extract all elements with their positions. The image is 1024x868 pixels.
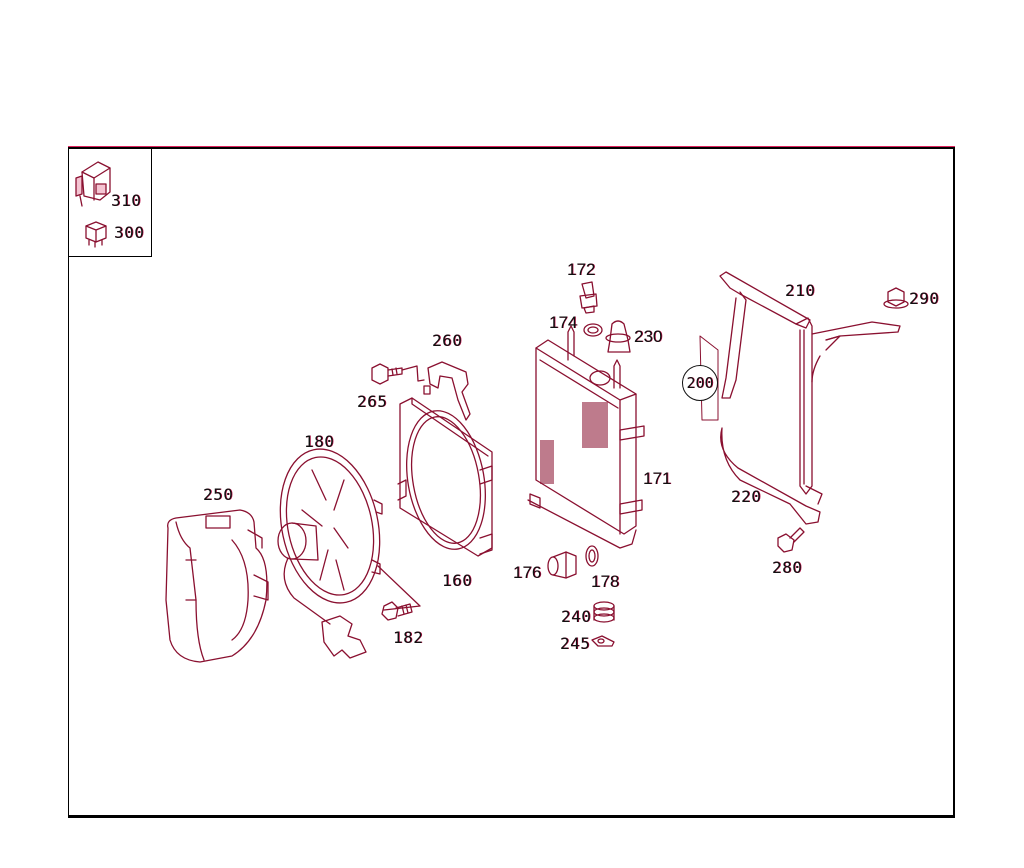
relay-icon <box>85 221 107 248</box>
callout-172[interactable]: 172 <box>567 260 596 279</box>
bolt-265-part <box>371 363 425 385</box>
callout-265[interactable]: 265 <box>357 392 388 411</box>
hex-nut-part <box>883 287 909 309</box>
drain-plug-part <box>547 551 577 579</box>
bolt-280-part <box>777 527 805 553</box>
callout-280[interactable]: 280 <box>772 558 803 577</box>
seal-ring-174-part <box>583 323 603 337</box>
callout-245[interactable]: 245 <box>560 634 591 653</box>
clip-part <box>591 635 615 647</box>
electric-fan-part <box>277 448 421 659</box>
callout-200[interactable]: 200 <box>682 365 718 401</box>
inset-box <box>68 147 152 257</box>
callout-240[interactable]: 240 <box>561 607 592 626</box>
relay-module-icon <box>75 161 111 207</box>
callout-310[interactable]: 310 <box>111 191 142 210</box>
callout-230[interactable]: 230 <box>634 327 663 346</box>
callout-300[interactable]: 300 <box>114 223 145 242</box>
bolt-182-part <box>381 601 413 621</box>
diagram-frame <box>68 147 955 818</box>
callout-210[interactable]: 210 <box>785 281 816 300</box>
rubber-mount-part <box>593 601 615 623</box>
shroud-bracket-part <box>423 361 471 421</box>
temperature-switch-part <box>579 281 598 314</box>
callout-200-text: 200 <box>686 374 714 392</box>
callout-176[interactable]: 176 <box>513 563 542 582</box>
fan-shroud-part <box>397 397 493 557</box>
callout-174[interactable]: 174 <box>549 313 578 332</box>
callout-250[interactable]: 250 <box>203 485 234 504</box>
callout-220[interactable]: 220 <box>731 487 762 506</box>
callout-260[interactable]: 260 <box>432 331 463 350</box>
callout-290[interactable]: 290 <box>909 289 940 308</box>
callout-178[interactable]: 178 <box>591 572 620 591</box>
seal-ring-178-part <box>585 545 599 567</box>
callout-182[interactable]: 182 <box>393 628 424 647</box>
radiator-frame-part <box>699 271 901 525</box>
callout-160[interactable]: 160 <box>442 571 473 590</box>
fan-housing-part <box>165 509 269 663</box>
rubber-cap-part <box>605 320 631 353</box>
callout-171[interactable]: 171 <box>643 469 672 488</box>
radiator-part <box>527 325 645 549</box>
callout-180[interactable]: 180 <box>304 432 335 451</box>
